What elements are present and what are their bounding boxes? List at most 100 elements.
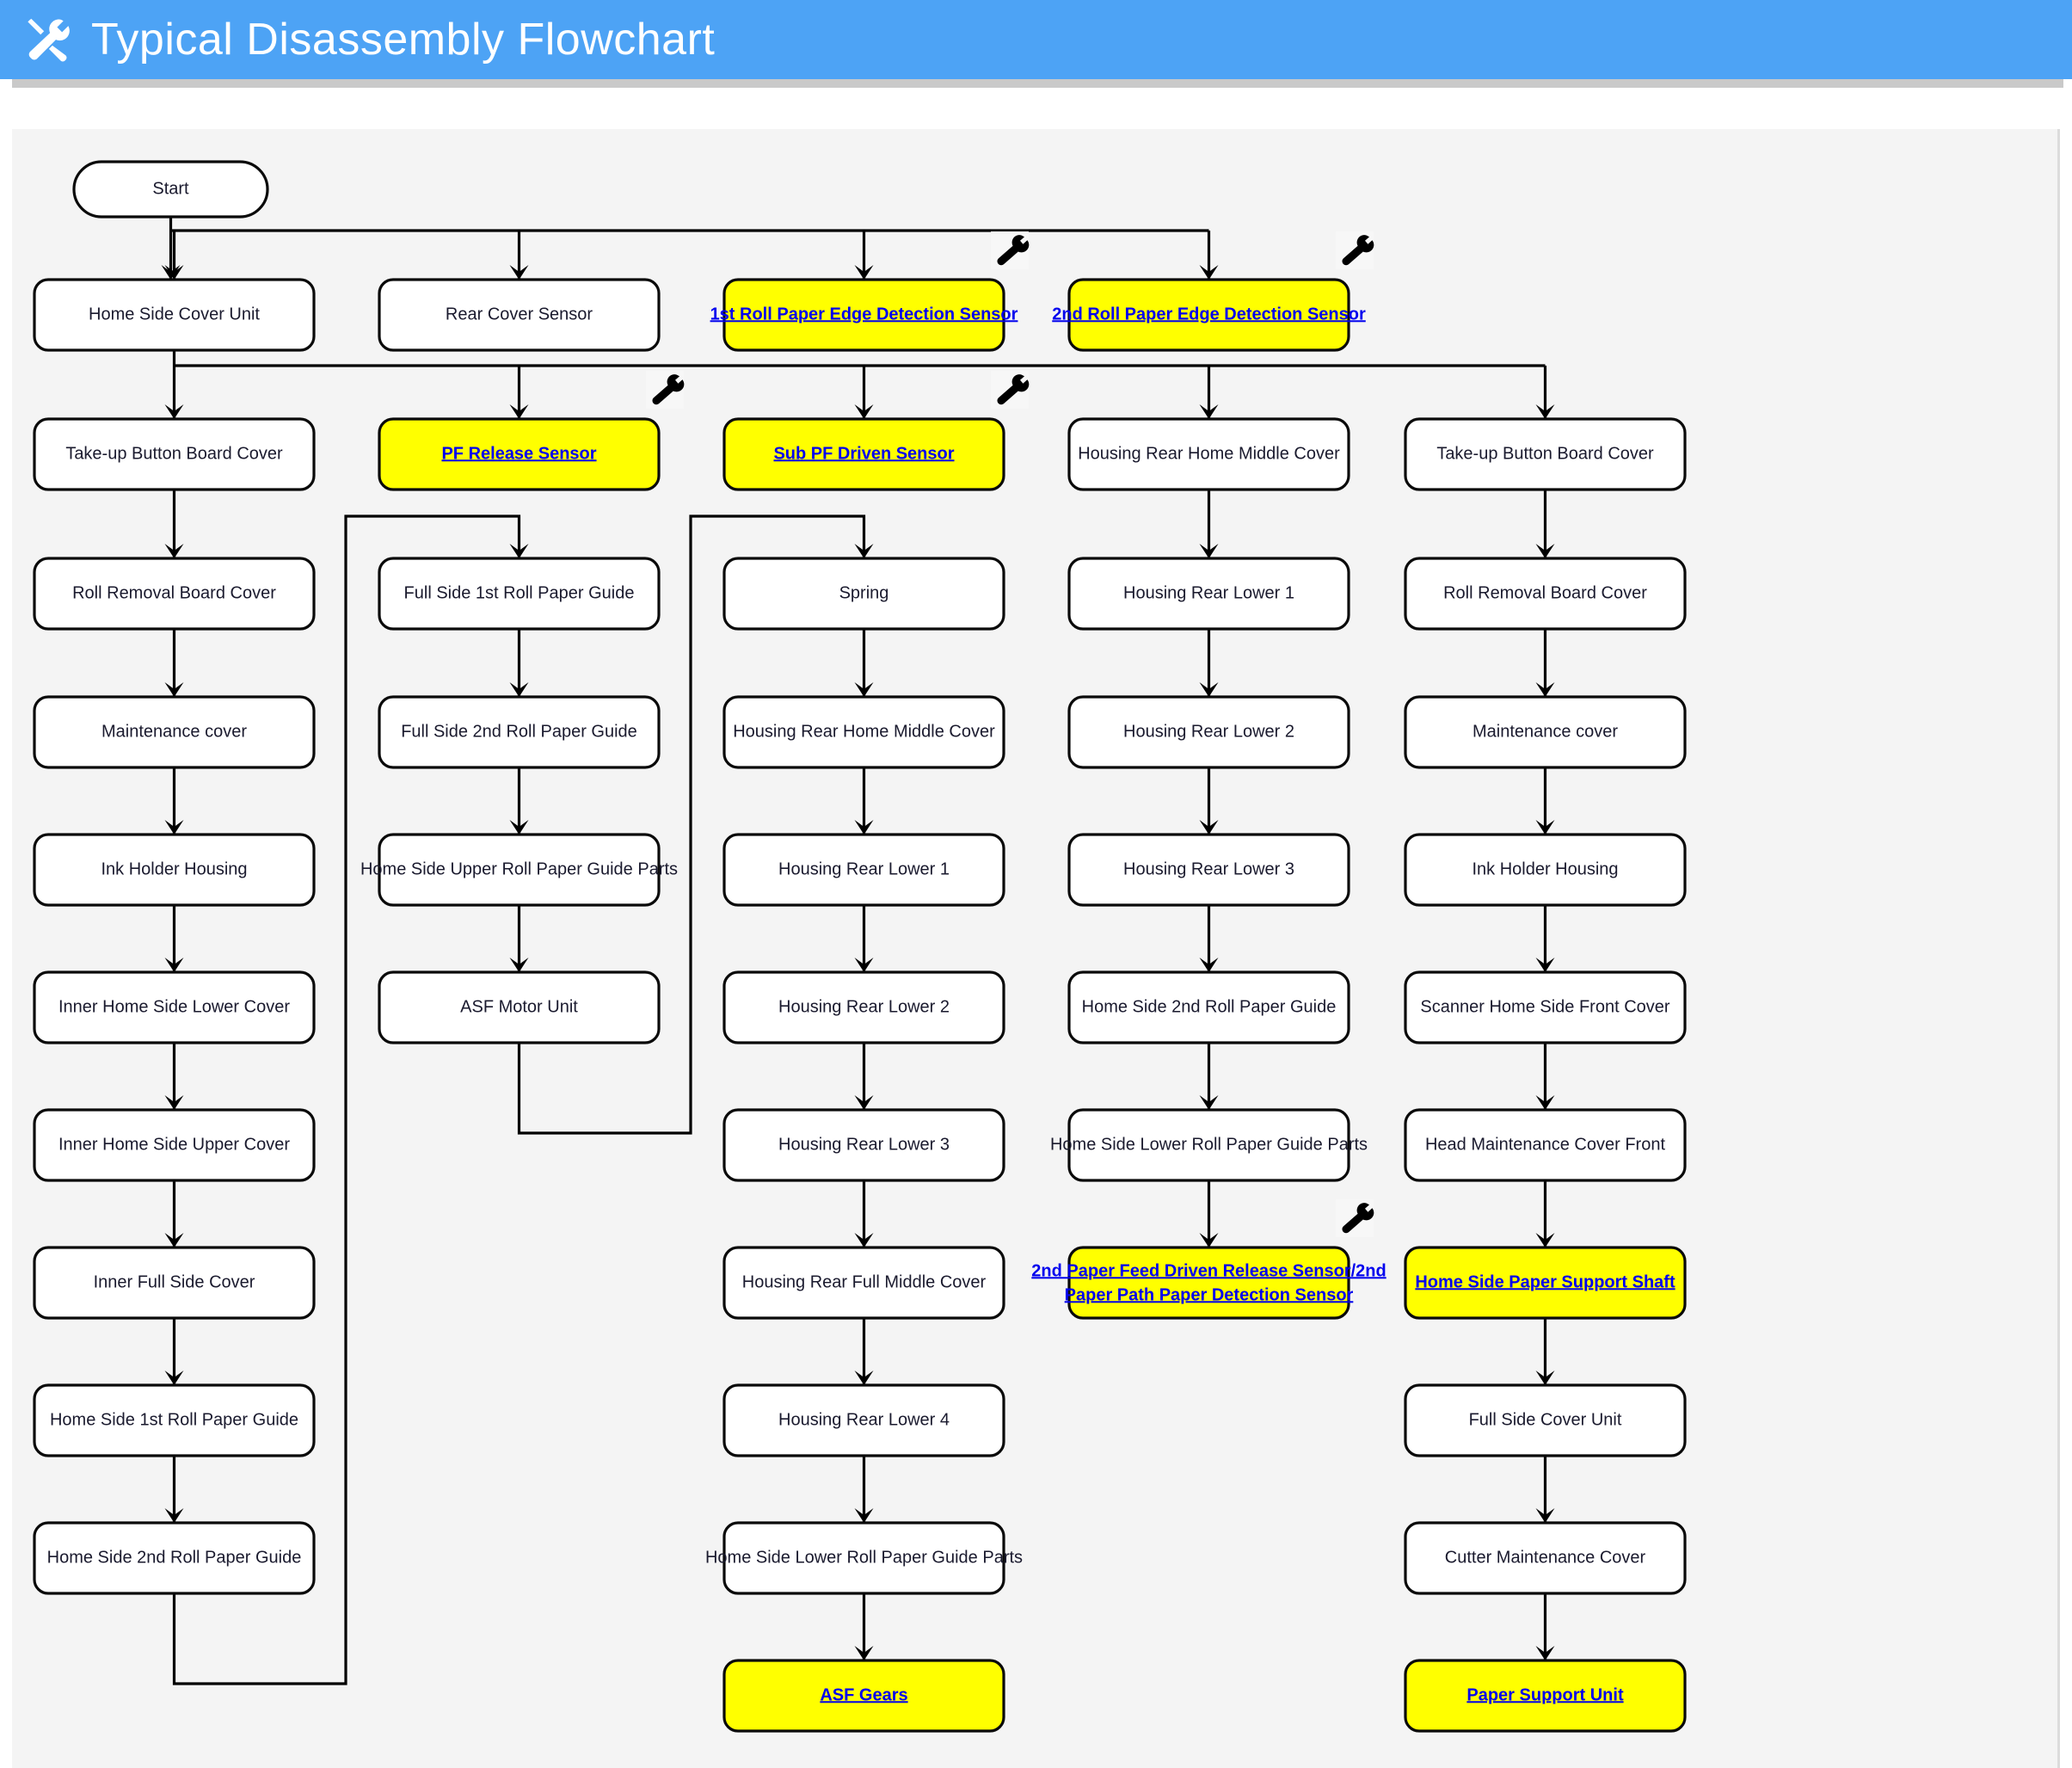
start-node-label: Start [152,179,189,198]
flow-node: Ink Holder Housing [1404,833,1687,907]
flow-node: Inner Full Side Cover [33,1246,316,1320]
flow-node-box [722,557,1005,631]
arrow-head [854,1095,874,1110]
flow-node-box [1404,970,1687,1044]
title-bar: Typical Disassembly Flowchart [0,0,2072,79]
flow-node-highlighted[interactable] [722,417,1005,491]
flow-node: Full Side Cover Unit [1404,1383,1687,1457]
flow-node-label[interactable]: PF Release Sensor [441,444,596,463]
flow-node: Home Side Lower Roll Paper Guide Parts [705,1521,1023,1595]
flow-node-label: Maintenance cover [1473,722,1618,741]
flow-node-highlighted[interactable] [1404,1246,1687,1320]
flow-node-label: Full Side 2nd Roll Paper Guide [401,722,637,741]
flow-node-label: Inner Full Side Cover [94,1272,255,1291]
wrench-icon [1336,231,1374,269]
wrench-icon [646,371,685,409]
flow-node-box [722,695,1005,769]
flow-node-label: Ink Holder Housing [101,859,247,878]
arrow-head [164,1233,184,1247]
arrow-head [509,544,529,558]
flow-node-box [1067,1108,1350,1182]
flow-node[interactable]: PF Release Sensor [378,417,661,491]
flow-node-label: Housing Rear Lower 3 [1123,859,1294,878]
arrow-head [164,404,184,419]
flow-node-label: Housing Rear Lower 3 [778,1135,950,1154]
flow-node-highlighted[interactable] [378,417,661,491]
flow-node-box [1404,1108,1687,1182]
flow-node-box [33,695,316,769]
flow-node[interactable]: 2nd Paper Feed Driven Release Sensor/2nd… [1031,1246,1386,1320]
arrow-head [854,958,874,972]
arrow-head [164,958,184,972]
sheet-right-margin [2060,129,2072,1768]
flow-node-highlighted[interactable] [722,1659,1005,1733]
flow-node-label[interactable]: Paper Support Unit [1466,1685,1624,1704]
flow-node[interactable]: Home Side Paper Support Shaft [1404,1246,1687,1320]
flow-node-box [33,278,316,352]
flow-node-highlighted[interactable] [1404,1659,1687,1733]
title-gap [0,88,2072,129]
flow-node: Cutter Maintenance Cover [1404,1521,1687,1595]
flow-node-label: Inner Home Side Upper Cover [58,1135,290,1154]
flow-node-label: Housing Rear Lower 1 [778,859,950,878]
flow-node-label: Housing Rear Home Middle Cover [1078,444,1340,463]
wrench-icon [991,231,1030,269]
flow-node-highlighted[interactable] [1067,1246,1350,1320]
flow-node: Rear Cover Sensor [378,278,661,352]
flow-node: Housing Rear Lower 2 [1067,695,1350,769]
flow-node-box [722,833,1005,907]
flow-node-label[interactable]: 1st Roll Paper Edge Detection Sensor [710,305,1018,323]
flow-node[interactable]: 2nd Roll Paper Edge Detection Sensor [1052,278,1366,352]
arrow-head [164,682,184,697]
flow-node: ASF Motor Unit [378,970,661,1044]
flow-node-box [378,970,661,1044]
flow-node[interactable]: Sub PF Driven Sensor [722,417,1005,491]
flow-node-box [378,833,661,907]
flow-node-box [1067,417,1350,491]
flow-node-label: Inner Home Side Lower Cover [58,997,290,1016]
flow-node-label: Scanner Home Side Front Cover [1420,997,1669,1016]
flow-node-box [722,970,1005,1044]
flow-node-box [1067,833,1350,907]
flow-node-label[interactable]: Paper Path Paper Detection Sensor [1065,1285,1354,1304]
arrow-head [1199,1233,1219,1247]
arrow-head [1199,404,1219,419]
flow-node: Take-up Button Board Cover [33,417,316,491]
flow-node-label[interactable]: Home Side Paper Support Shaft [1415,1272,1675,1291]
flow-node-label: Home Side Upper Roll Paper Guide Parts [360,859,678,878]
flow-node-label: Rear Cover Sensor [446,305,593,323]
flow-node: Home Side 2nd Roll Paper Guide [33,1521,316,1595]
flowchart-canvas [12,129,2060,1768]
flow-node-label: Take-up Button Board Cover [1436,444,1654,463]
flow-node-label: Housing Rear Lower 2 [778,997,950,1016]
flow-node: Housing Rear Home Middle Cover [722,695,1005,769]
flow-node: Roll Removal Board Cover [1404,557,1687,631]
flow-node-box [33,557,316,631]
wrench-icon [1336,1199,1374,1237]
flow-node[interactable]: ASF Gears [722,1659,1005,1733]
flow-node-box [1067,557,1350,631]
flow-node-box [378,557,661,631]
flow-node-label[interactable]: Sub PF Driven Sensor [773,444,954,463]
flow-node-label[interactable]: ASF Gears [820,1685,907,1704]
flow-node[interactable]: 1st Roll Paper Edge Detection Sensor [710,278,1018,352]
flow-node: Housing Rear Full Middle Cover [722,1246,1005,1320]
flow-node-label[interactable]: 2nd Paper Feed Driven Release Sensor/2nd [1031,1261,1386,1280]
flow-node-label: Home Side 2nd Roll Paper Guide [47,1548,302,1567]
flow-node: Spring [722,557,1005,631]
arrow-head [164,820,184,835]
flow-node-label: Home Side Lower Roll Paper Guide Parts [705,1548,1023,1567]
flow-node: Housing Rear Lower 3 [722,1108,1005,1182]
flow-node-box [378,278,661,352]
flow-node-label[interactable]: 2nd Roll Paper Edge Detection Sensor [1052,305,1366,323]
flow-node[interactable]: Paper Support Unit [1404,1659,1687,1733]
flow-node-label: Roll Removal Board Cover [1443,583,1647,602]
flow-node-highlighted[interactable] [722,278,1005,352]
flow-node-label: Home Side 2nd Roll Paper Guide [1082,997,1337,1016]
flow-node: Start [72,160,269,219]
flow-node-highlighted[interactable] [1067,278,1350,352]
arrow-head [1199,820,1219,835]
arrow-head [854,682,874,697]
flow-node: Housing Rear Lower 1 [722,833,1005,907]
